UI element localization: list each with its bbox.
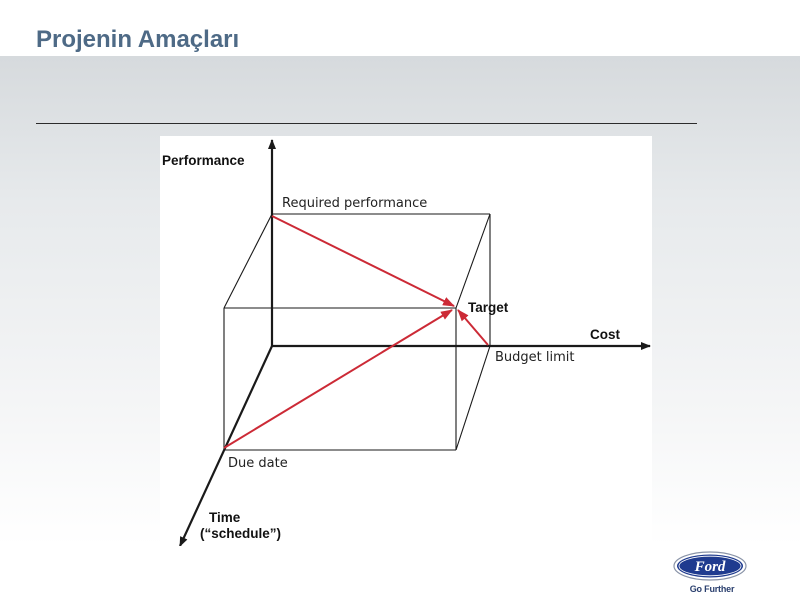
target-vectors [223, 215, 489, 449]
project-objectives-diagram: Performance Required performance Target … [160, 136, 652, 546]
schedule-cost-performance-box [223, 213, 491, 451]
ford-oval-icon: Ford [673, 551, 747, 581]
target-label: Target [468, 300, 509, 315]
slide-title: Projenin Amaçları [36, 26, 240, 53]
ford-logo-text: Ford [694, 559, 726, 575]
time-axis-label: Time [209, 510, 241, 525]
diagram-canvas: Performance Required performance Target … [162, 139, 651, 546]
due-date-label: Due date [228, 456, 288, 471]
schedule-vector [223, 309, 453, 449]
box-top-right-edge [455, 213, 491, 309]
performance-vector [271, 215, 455, 307]
box-top-left-edge [223, 213, 273, 309]
box-bottom-right-edge [455, 345, 491, 451]
header-area [0, 0, 800, 56]
time-axis-sublabel: (“schedule”) [200, 526, 281, 541]
performance-axis-label: Performance [162, 153, 245, 168]
ford-logo: Ford [672, 550, 748, 596]
cost-vector [457, 309, 489, 346]
footer-area [0, 546, 800, 600]
title-divider [36, 123, 697, 124]
cost-axis-label: Cost [590, 327, 621, 342]
tagline: Go Further [689, 584, 735, 594]
required-performance-label: Required performance [282, 196, 427, 211]
budget-limit-label: Budget limit [495, 350, 575, 365]
